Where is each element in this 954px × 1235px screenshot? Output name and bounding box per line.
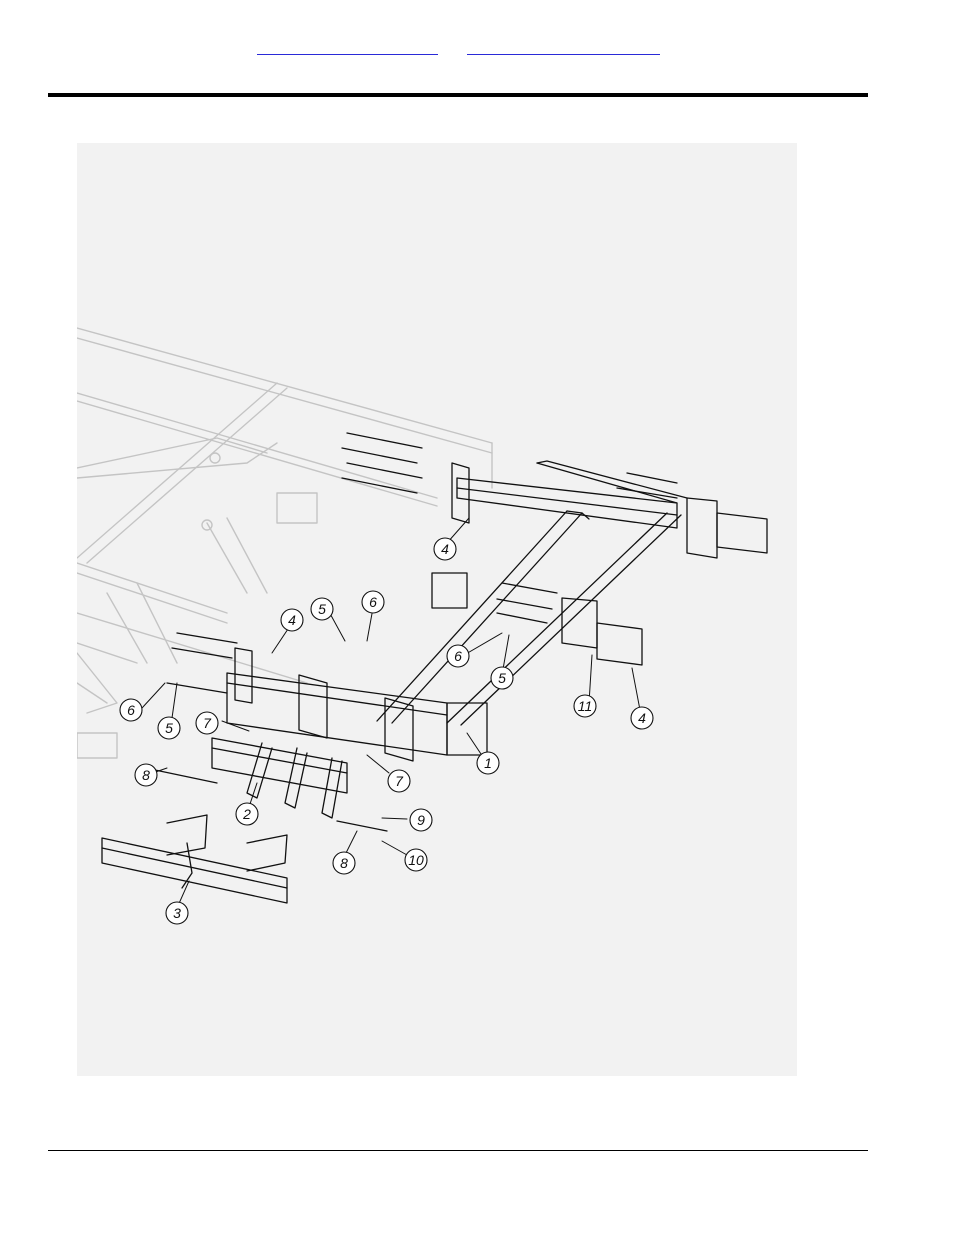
top-rule	[48, 93, 868, 97]
callout-label-6a: 6	[369, 594, 377, 610]
callout-label-3: 3	[173, 905, 181, 921]
callout-label-11: 11	[578, 698, 593, 714]
callout-label-8b: 8	[340, 855, 348, 871]
bottom-rule	[48, 1150, 868, 1151]
callout-label-7a: 7	[203, 715, 212, 731]
callout-label-4b: 4	[288, 612, 296, 628]
callout-label-7b: 7	[395, 773, 404, 789]
background-frame	[77, 328, 492, 758]
callout-label-2: 2	[242, 806, 251, 822]
callout-label-5c: 5	[498, 670, 506, 686]
parts-diagram: 1 2 3 4 4 4 5 5 5 6 6 6 7 7 8 8 9 10 11	[77, 143, 797, 1076]
callout-label-1: 1	[484, 755, 492, 771]
parts-diagram-svg: 1 2 3 4 4 4 5 5 5 6 6 6 7 7 8 8 9 10 11	[77, 143, 797, 1076]
main-assembly	[102, 433, 767, 903]
callout-label-9: 9	[417, 812, 425, 828]
header-link-2[interactable]	[467, 38, 660, 55]
callout-label-5a: 5	[318, 601, 326, 617]
callouts	[120, 538, 653, 924]
callout-label-6b: 6	[127, 702, 135, 718]
header-links	[0, 38, 954, 58]
callout-label-6c: 6	[454, 648, 462, 664]
callout-label-8a: 8	[142, 767, 150, 783]
callout-label-10: 10	[408, 852, 424, 868]
callout-label-4a: 4	[441, 541, 449, 557]
callout-label-4c: 4	[638, 710, 646, 726]
header-link-1[interactable]	[257, 38, 438, 55]
callout-label-5b: 5	[165, 720, 173, 736]
